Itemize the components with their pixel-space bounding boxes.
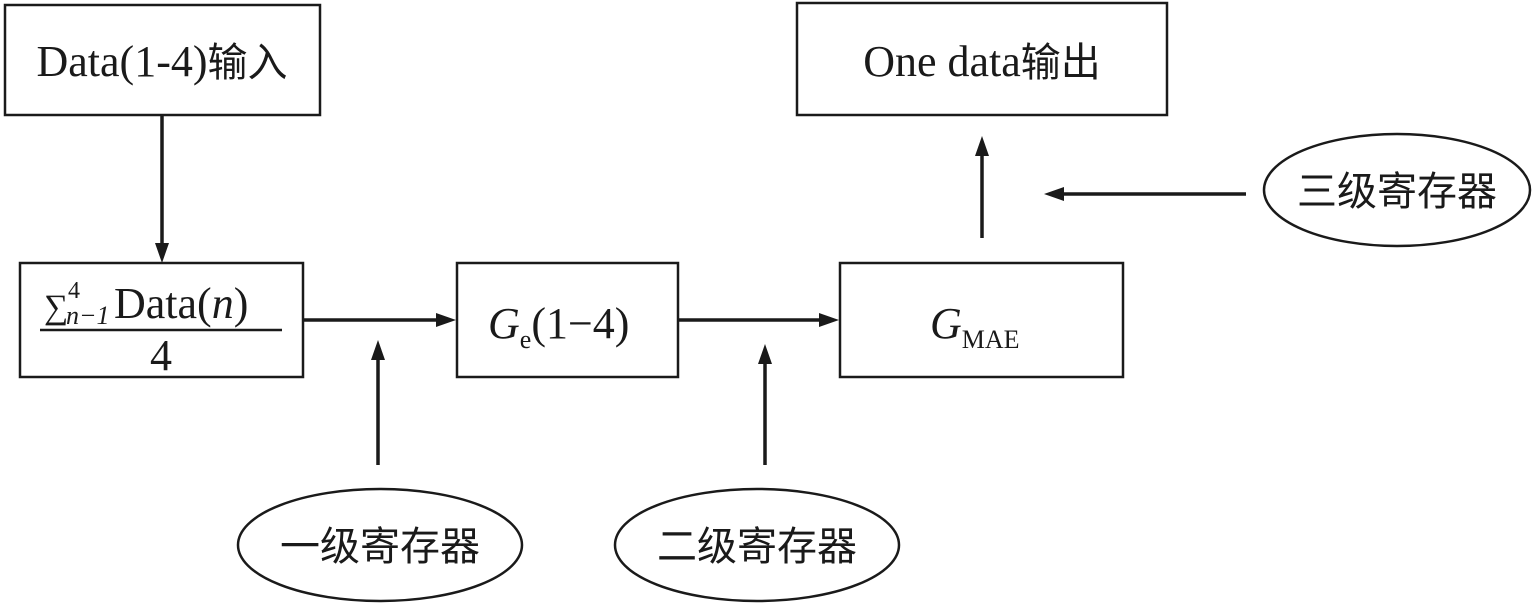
second-register-label: 二级寄存器	[657, 524, 857, 570]
ge-box: Ge(1−4)	[455, 261, 680, 379]
ge-label: Ge(1−4)	[488, 299, 629, 354]
third-register: 三级寄存器	[1262, 132, 1532, 248]
average-numerator: Data(n)	[114, 279, 248, 328]
arrow-ge-to-gmae	[678, 313, 839, 327]
sigma-symbol: ∑	[44, 289, 68, 326]
third-register-label: 三级寄存器	[1297, 169, 1497, 215]
average-box: ∑ 4 n−1 Data(n) 4	[18, 261, 305, 380]
second-register: 二级寄存器	[613, 487, 901, 603]
arrow-first-register	[371, 340, 385, 465]
arrow-input-to-average	[155, 115, 169, 263]
output-box-label: One data输出	[863, 37, 1101, 86]
output-box: One data输出	[795, 1, 1169, 117]
input-box-label: Data(1-4)输入	[36, 37, 287, 86]
gmae-box: GMAE	[838, 261, 1125, 379]
arrow-third-register	[1044, 187, 1246, 201]
gmae-label: GMAE	[930, 299, 1020, 354]
average-denominator: 4	[150, 331, 172, 380]
arrow-second-register	[758, 344, 772, 465]
sum-upper-limit: 4	[68, 278, 80, 304]
first-register: 一级寄存器	[236, 487, 524, 603]
arrow-gmae-to-output	[975, 136, 989, 238]
first-register-label: 一级寄存器	[280, 524, 480, 570]
sum-lower-limit: n−1	[66, 301, 110, 330]
input-box: Data(1-4)输入	[3, 3, 322, 117]
arrow-average-to-ge	[303, 313, 456, 327]
